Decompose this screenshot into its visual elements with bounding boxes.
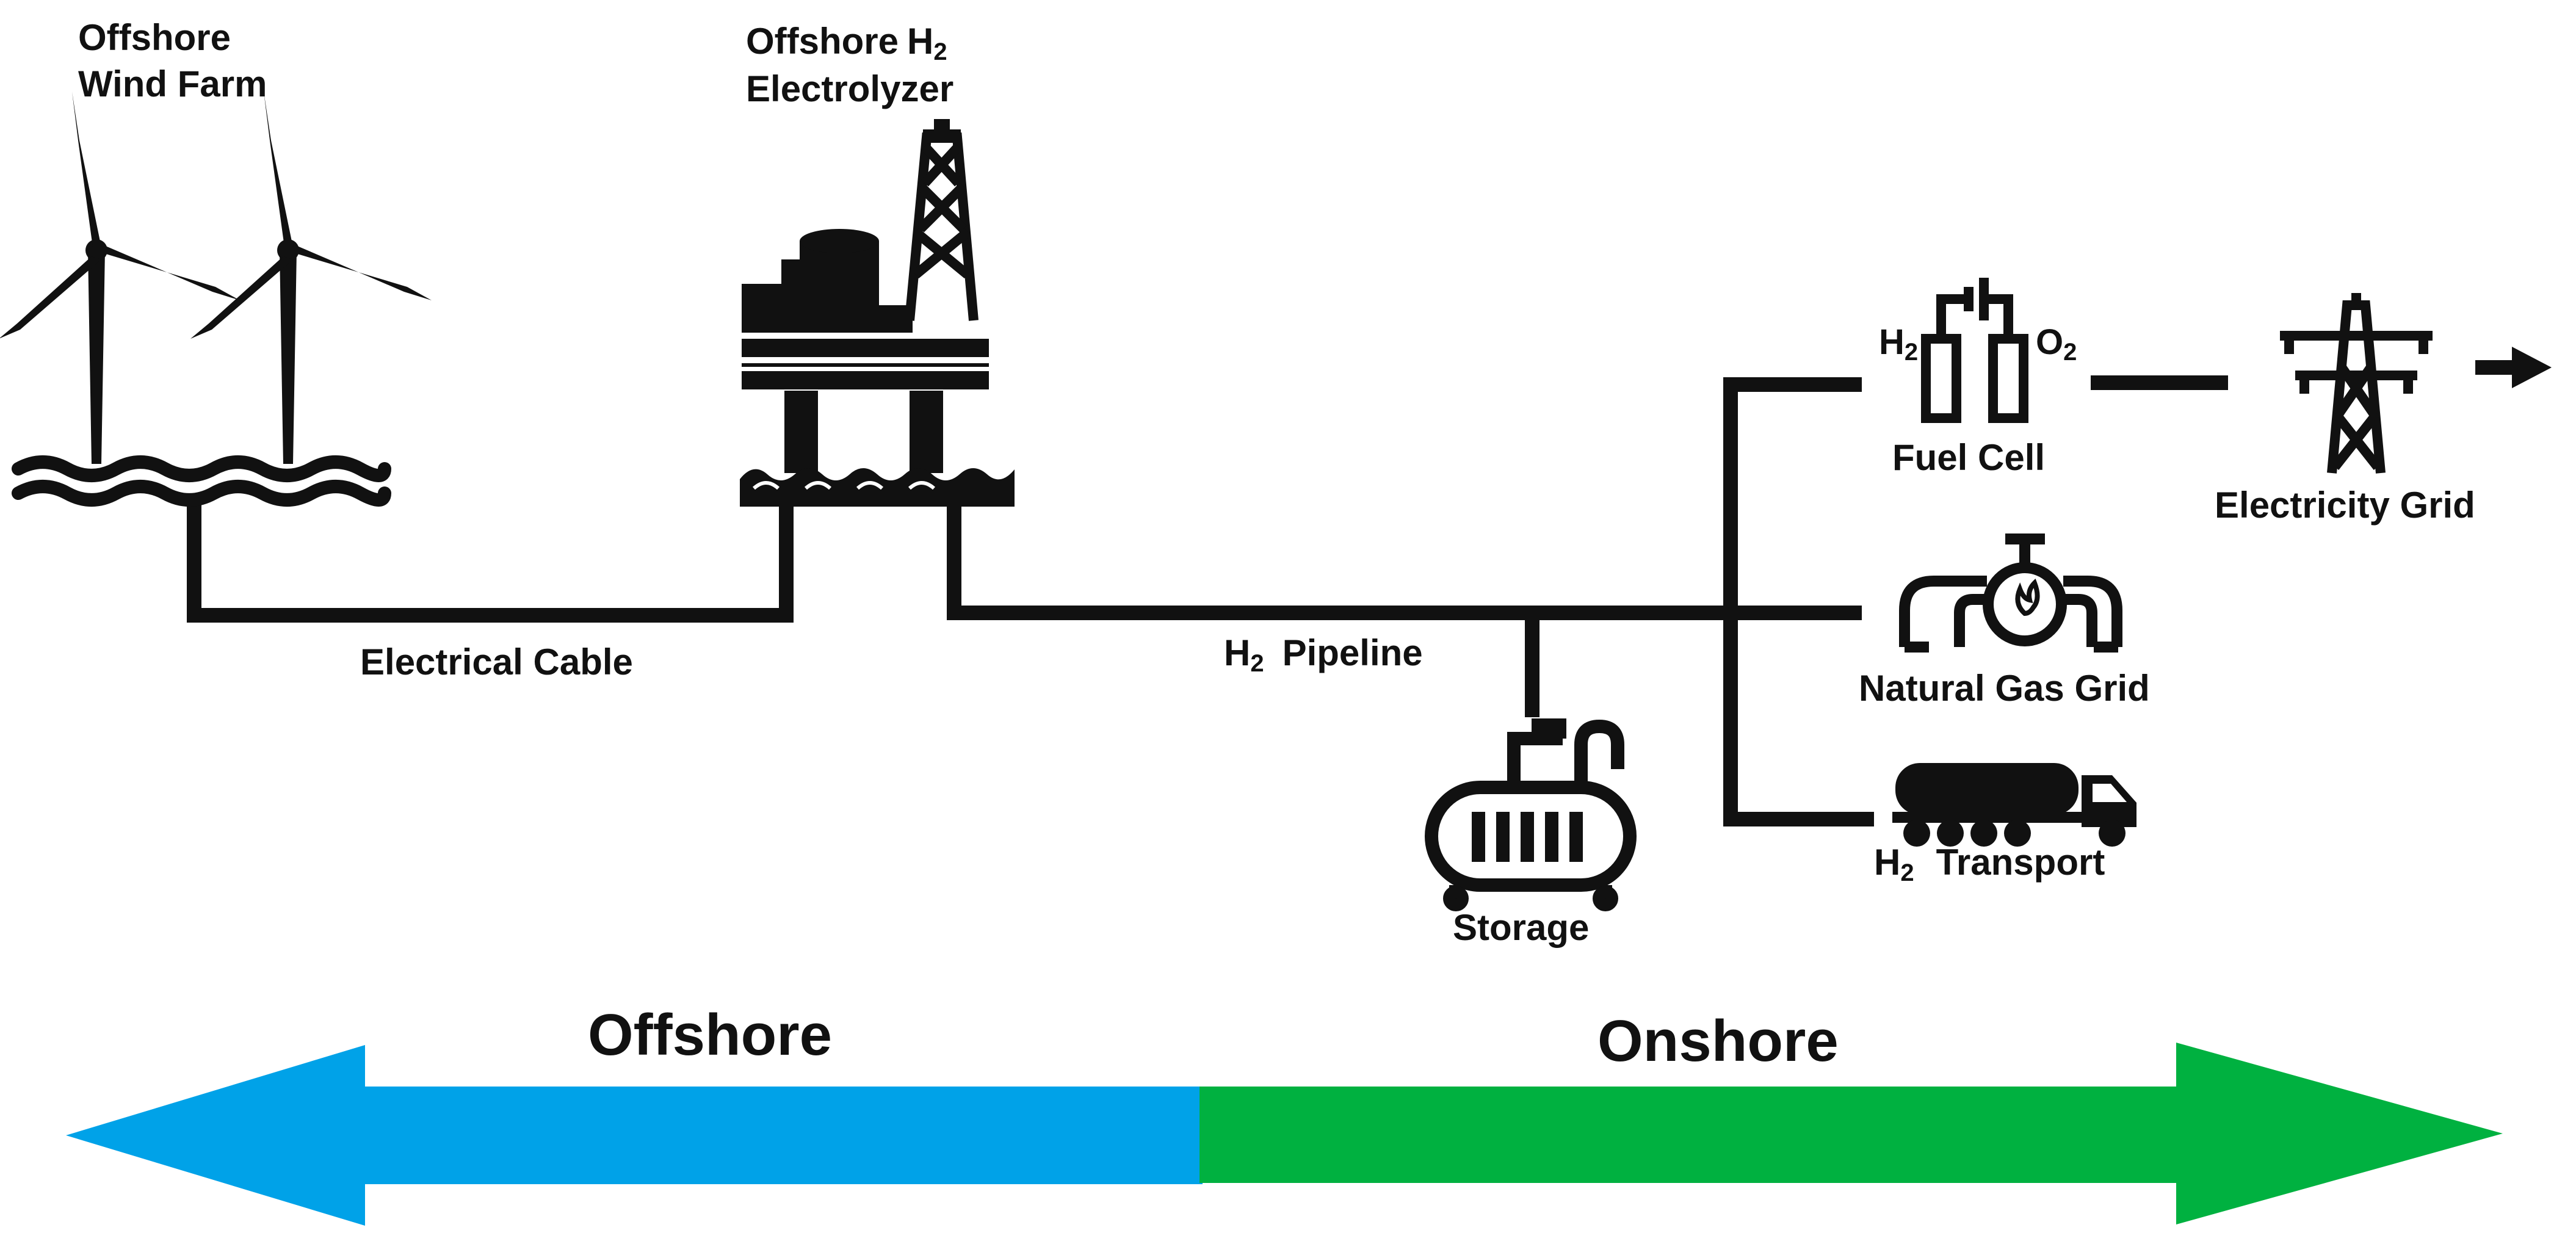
offshore-platform-icon: [740, 119, 1015, 507]
connection-lines: [187, 375, 2228, 826]
wind-turbine-icon: [0, 92, 240, 464]
wind-farm-label-line2: Wind Farm: [78, 63, 267, 104]
onshore-arrow: [1199, 1043, 2503, 1224]
storage-tank-icon: [1425, 718, 1637, 911]
onshore-distribution-bus: [1723, 377, 1874, 826]
electrolyzer-label-line2: Electrolyzer: [746, 68, 953, 109]
electrical-cable-label: Electrical Cable: [360, 642, 633, 682]
tanker-truck-icon: [1892, 763, 2136, 847]
fuel-cell-icon: [1921, 278, 2028, 423]
wind-farm-label-line1: Offshore: [78, 17, 231, 58]
fuel-cell-o2-label: O2: [2036, 322, 2077, 366]
wind-farm-waves: [12, 455, 391, 507]
electrical-cable-line: [187, 494, 794, 623]
pipe-valve-icon: [1899, 533, 2122, 653]
fuel-cell-label: Fuel Cell: [1892, 437, 2045, 478]
natural-gas-grid-label: Natural Gas Grid: [1859, 668, 2150, 709]
h2-pipeline-line: [947, 501, 1862, 620]
offshore-onshore-arrow: [66, 1043, 2503, 1226]
electricity-grid-label: Electricity Grid: [2215, 485, 2475, 526]
offshore-arrow: [66, 1045, 1203, 1226]
onshore-label: Onshore: [1597, 1008, 1839, 1074]
storage-label: Storage: [1453, 907, 1589, 948]
transmission-tower-icon: [2280, 293, 2433, 474]
grid-output-arrow-icon: [2475, 347, 2552, 388]
offshore-label: Offshore: [588, 1002, 832, 1068]
fuel-cell-h2-label: H2: [1879, 322, 1918, 366]
wind-turbine-icon: [190, 92, 432, 464]
